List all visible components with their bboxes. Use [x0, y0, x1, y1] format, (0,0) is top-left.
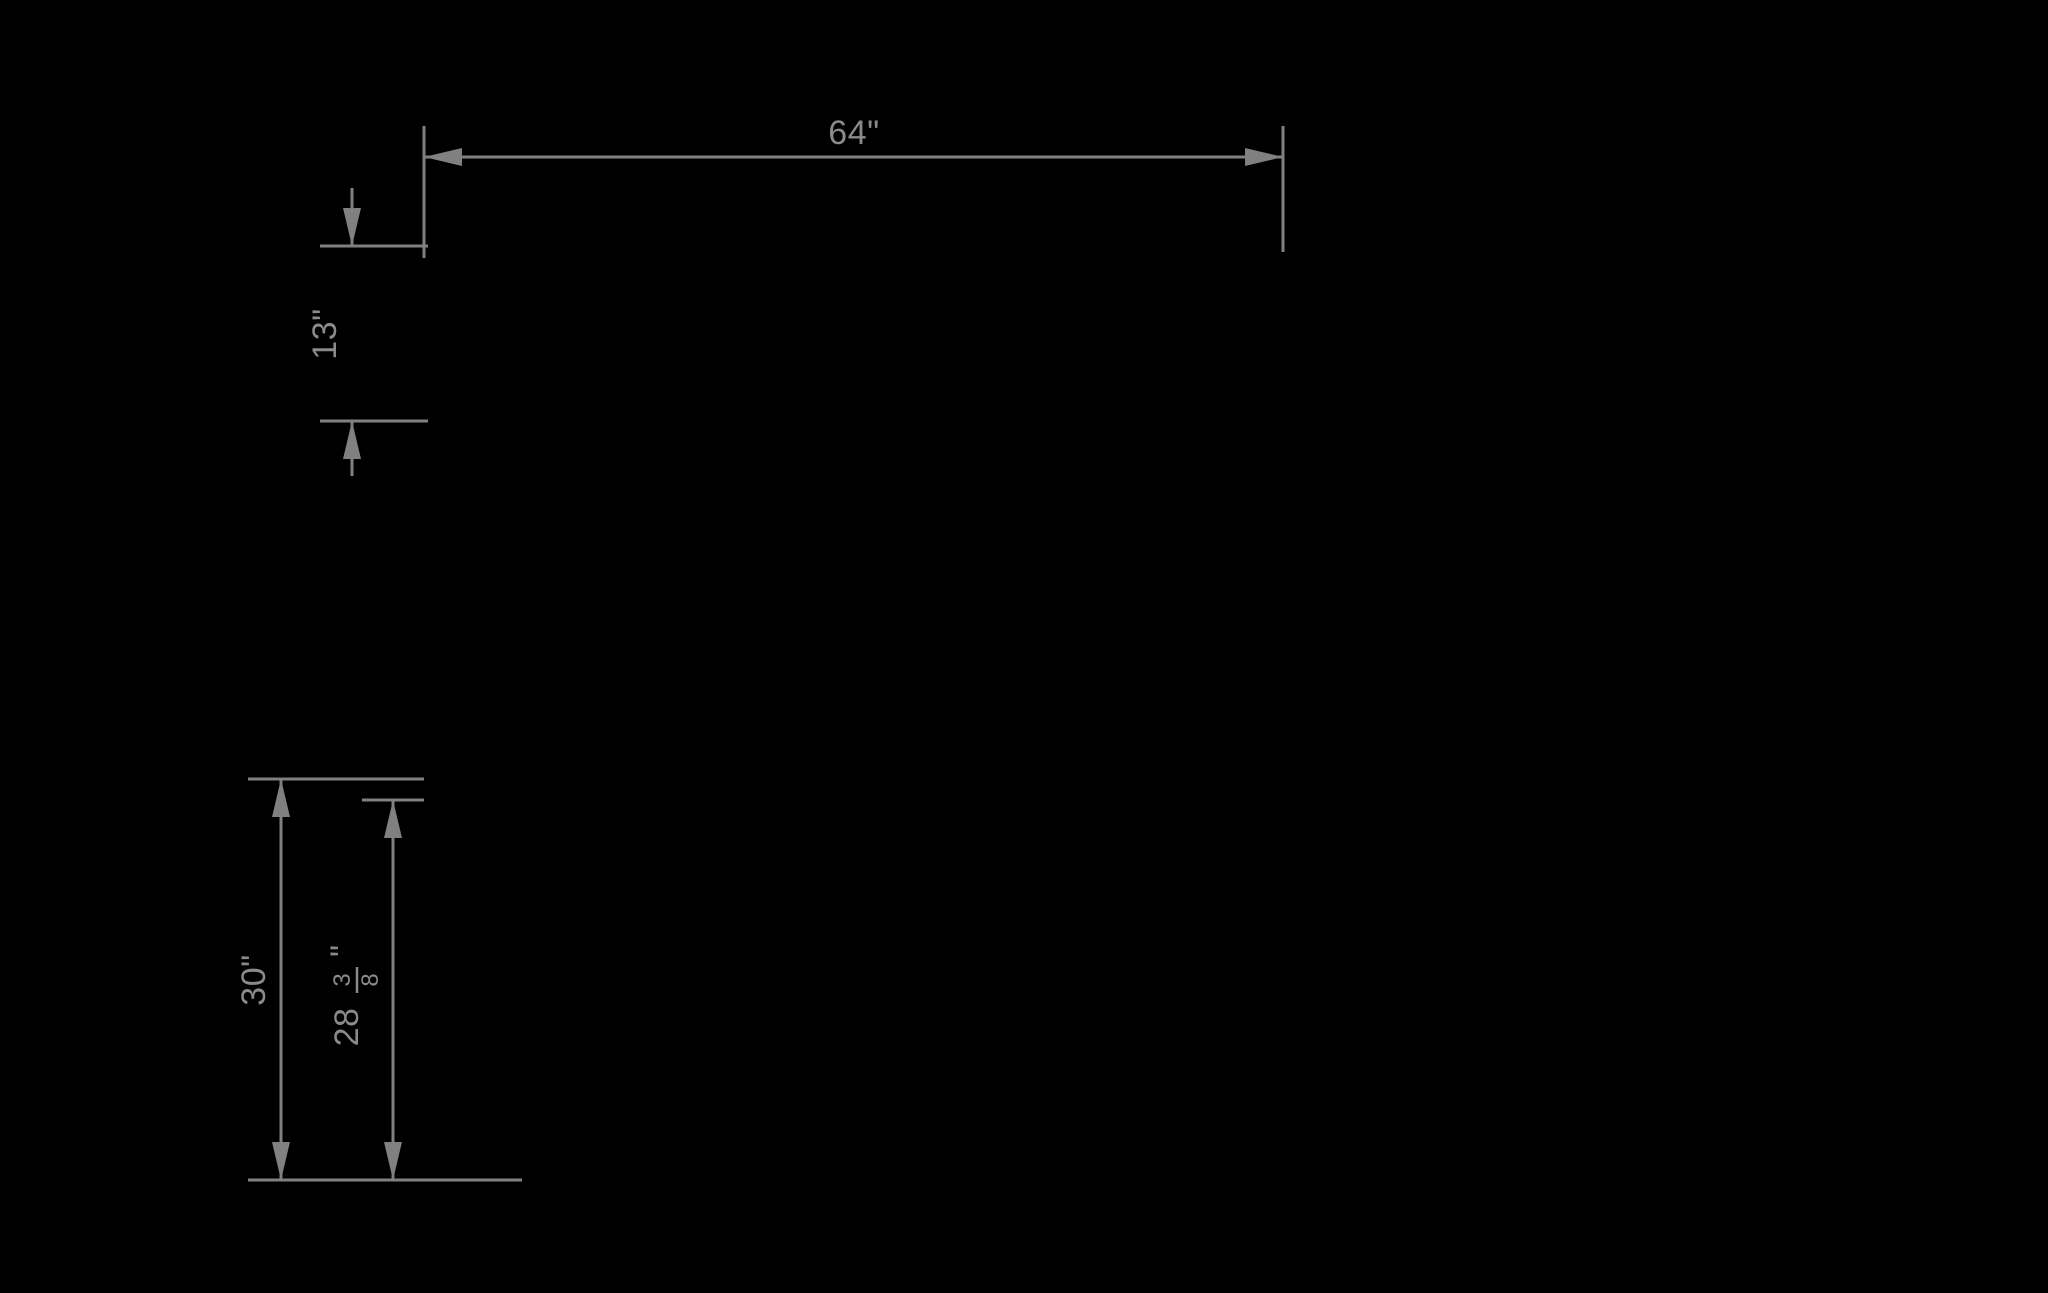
dimension-label-13: 13"	[306, 308, 344, 359]
fraction-denominator: 8	[357, 973, 384, 986]
fraction-numerator: 3	[329, 973, 356, 986]
dimension-label-30: 30"	[235, 954, 273, 1005]
dimension-height-30: 30"	[235, 777, 424, 1180]
arrow-head-top-30	[272, 779, 290, 817]
dimension-label-28-3-8: 28 3 8 "	[324, 944, 384, 1046]
arrow-head-top-28	[384, 800, 402, 838]
arrow-head-right-64	[1245, 148, 1283, 166]
dimension-height-28-3-8: 28 3 8 "	[324, 798, 424, 1180]
dimension-width-64: 64"	[422, 114, 1285, 258]
fraction-inch-mark: "	[324, 944, 362, 957]
arrow-head-bottom-13	[343, 421, 361, 459]
fraction-whole-number: 28	[328, 1008, 366, 1047]
dimension-label-64: 64"	[828, 114, 879, 152]
arrow-head-bottom-30	[272, 1142, 290, 1180]
dimension-height-13: 13"	[306, 188, 428, 476]
arrow-head-left-64	[424, 148, 462, 166]
arrow-head-bottom-28	[384, 1142, 402, 1180]
arrow-head-top-13	[343, 208, 361, 246]
